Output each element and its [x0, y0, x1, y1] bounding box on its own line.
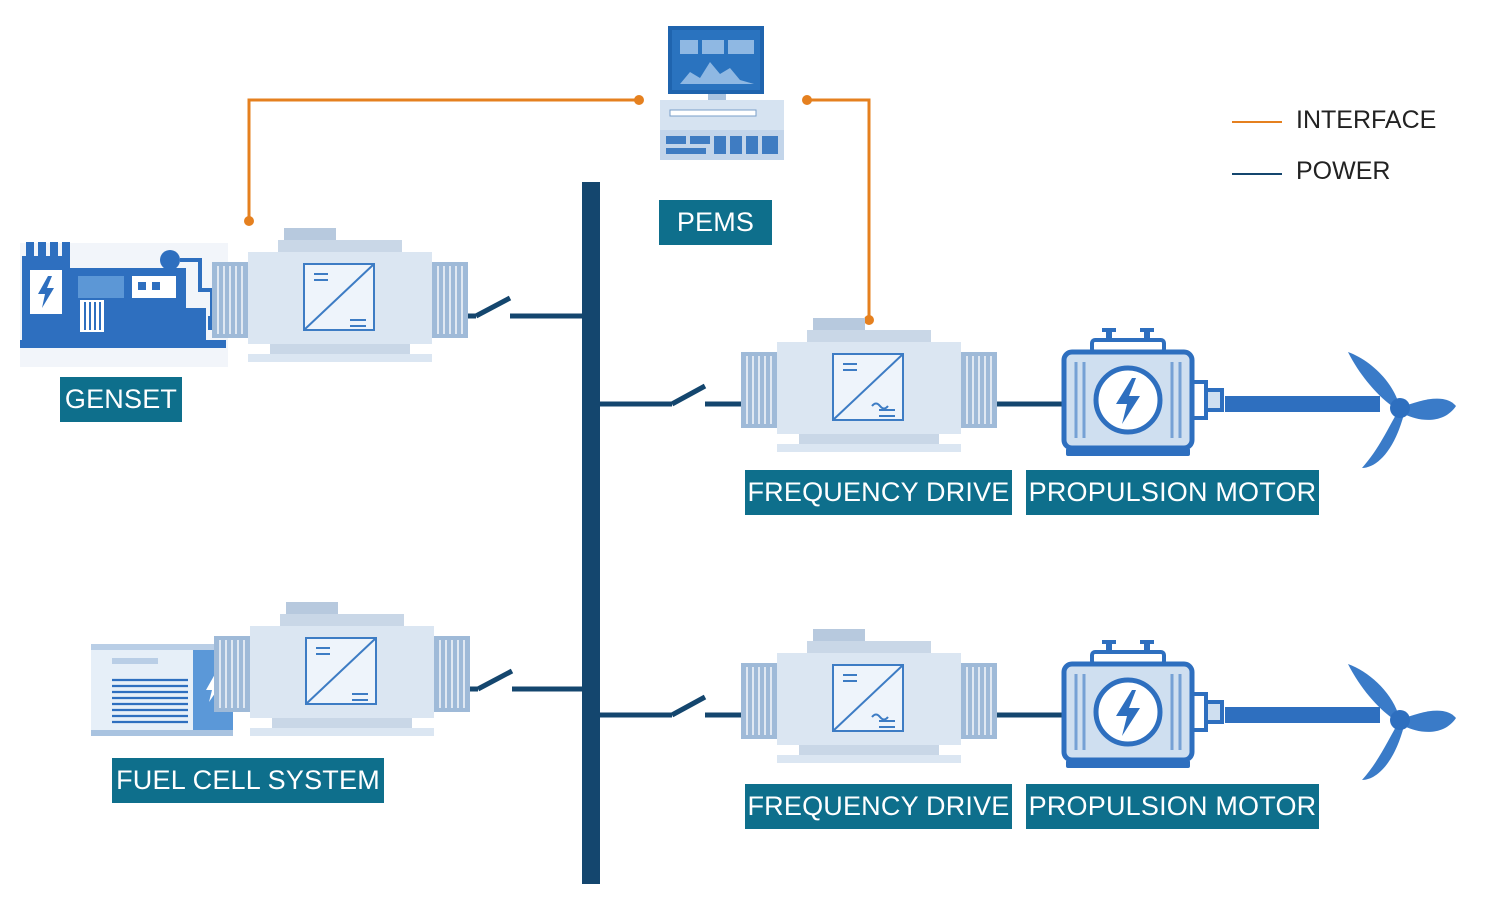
genset-label: GENSET — [60, 377, 182, 422]
switches — [474, 295, 707, 718]
propulsion-motor-label-2: PROPULSION MOTOR — [1026, 784, 1319, 829]
control-computer-icon — [660, 26, 784, 160]
interface-dot — [634, 95, 644, 105]
interface-dots — [244, 95, 874, 325]
power-converter-icon — [740, 317, 998, 453]
interface-lines — [247, 98, 871, 320]
fuel-cell-icon — [91, 644, 233, 736]
electric-motor-icon — [1064, 328, 1222, 456]
interface-dot — [864, 315, 874, 325]
propeller-shaft — [1225, 707, 1380, 723]
legend-interface-label: INTERFACE — [1296, 106, 1437, 134]
breaker-switch-icon — [670, 694, 707, 718]
interface-dot — [244, 216, 254, 226]
frequency-drive-label-1: FREQUENCY DRIVE — [745, 470, 1012, 515]
ac-symbols — [871, 402, 889, 721]
frequency-drive-label-2: FREQUENCY DRIVE — [745, 784, 1012, 829]
propeller-shaft — [1225, 396, 1380, 412]
interface-dot — [802, 95, 812, 105]
power-converter-icon — [211, 227, 469, 363]
fuel-cell-label: FUEL CELL SYSTEM — [112, 758, 384, 803]
legend-power-label: POWER — [1296, 157, 1391, 185]
breaker-switch-icon — [474, 295, 512, 319]
breaker-switch-icon — [476, 668, 514, 692]
shafts — [1225, 396, 1380, 723]
breaker-switch-icon — [670, 383, 707, 407]
power-converter-icon — [213, 601, 471, 737]
genset-icon — [20, 242, 228, 367]
pems-label: PEMS — [659, 200, 772, 245]
interface-line-genset — [247, 98, 639, 221]
power-converter-icon — [740, 628, 998, 764]
interface-line-drive — [807, 98, 871, 320]
electric-motor-icon — [1064, 640, 1222, 768]
propulsion-motor-label-1: PROPULSION MOTOR — [1026, 470, 1319, 515]
